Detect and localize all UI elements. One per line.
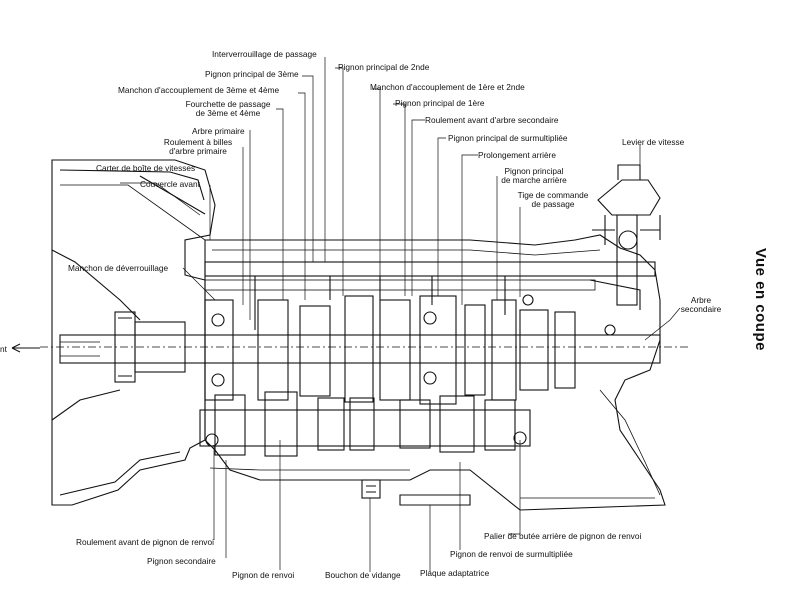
label-couvercle: Couvercle avant [140, 179, 200, 189]
label-pignon-surmultipliee: Pignon principal de surmultipliée [448, 133, 568, 143]
label-pignon-1ere: Pignon principal de 1ère [395, 98, 485, 108]
label-roulement-renvoi: Roulement avant de pignon de renvoi [76, 537, 214, 547]
label-pignon-renvoi-surmult: Pignon de renvoi de surmultipliée [450, 549, 573, 559]
label-manchon-1-2: Manchon d'accouplement de 1ère et 2nde [370, 82, 525, 92]
label-pignon-3eme: Pignon principal de 3ème [205, 69, 299, 79]
label-fourchette-line2: de 3ème et 4ème [195, 108, 261, 118]
label-front-arrow: nt [0, 344, 7, 354]
label-tige-line2: de passage [531, 199, 575, 209]
main-shaft-gears [204, 295, 576, 405]
label-roulement-billes-line2: d'arbre primaire [169, 146, 227, 156]
label-manchon-deverrouillage: Manchon de déverrouillage [68, 263, 169, 273]
front-arrow-icon [11, 343, 40, 353]
label-interverrouillage: Interverrouillage de passage [212, 49, 317, 59]
drain-plug [361, 479, 381, 499]
label-roulement-billes: Roulement à billes d'arbre primaire [150, 138, 246, 156]
main-case [204, 234, 666, 511]
label-fourchette-line1: Fourchette de passage [185, 99, 271, 109]
bell-housing [51, 159, 216, 506]
label-marche-arriere-line2: de marche arrière [501, 175, 567, 185]
label-tige-line1: Tige de commande [517, 190, 589, 200]
label-prolongement: Prolongement arrière [478, 150, 556, 160]
label-arbre-primaire: Arbre primaire [192, 126, 245, 136]
diagram-title: Vue en coupe [752, 248, 769, 351]
countershaft-gears [214, 391, 516, 457]
shift-lever-assembly [589, 164, 661, 310]
countershaft [199, 409, 531, 447]
label-palier-butee: Palier de butée arrière de pignon de ren… [484, 531, 642, 541]
label-roulement-billes-line1: Roulement à billes [163, 137, 233, 147]
label-marche-arriere-line1: Pignon principal [504, 166, 564, 176]
label-pignon-renvoi: Pignon de renvoi [232, 570, 295, 580]
label-levier-vitesse: Levier de vitesse [622, 137, 685, 147]
label-marche-arriere: Pignon principal de marche arrière [492, 167, 576, 185]
label-plaque: Plaque adaptatrice [420, 568, 490, 578]
label-arbre-secondaire-line1: Arbre [690, 295, 712, 305]
label-fourchette: Fourchette de passage de 3ème et 4ème [178, 100, 278, 118]
output-shaft [59, 334, 661, 364]
leader-lines [120, 57, 681, 572]
label-pignon-secondaire: Pignon secondaire [147, 556, 216, 566]
label-arbre-secondaire: Arbre secondaire [670, 296, 732, 314]
label-pignon-2nde: Pignon principal de 2nde [338, 62, 430, 72]
label-roulement-avant-secondaire: Roulement avant d'arbre secondaire [425, 115, 559, 125]
label-tige: Tige de commande de passage [517, 191, 589, 209]
label-bouchon: Bouchon de vidange [325, 570, 401, 580]
label-manchon-3-4: Manchon d'accouplement de 3ème et 4ème [118, 85, 280, 95]
label-carter: Carter de boîte de vitesses [96, 163, 196, 173]
label-arbre-secondaire-line2: secondaire [680, 304, 722, 314]
